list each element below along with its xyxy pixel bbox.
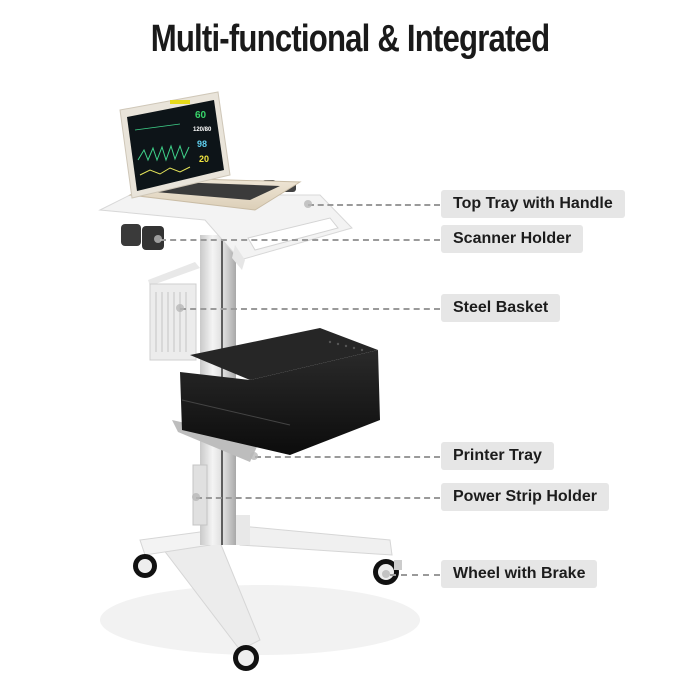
steel-basket: [148, 262, 200, 361]
leader-line-power-strip: [196, 497, 440, 499]
callout-power-strip-holder: Power Strip Holder: [441, 483, 610, 511]
callout-wheel-with-brake: Wheel with Brake: [441, 560, 598, 588]
callout-top-tray-with-handle: Top Tray with Handle: [441, 190, 625, 218]
leader-line-printer-tray: [255, 456, 440, 458]
callout-printer-tray: Printer Tray: [441, 442, 554, 470]
anchor-dot-printer-tray: [250, 452, 258, 460]
blood-pressure-value: 120/80: [193, 127, 212, 133]
callout-scanner-holder: Scanner Holder: [441, 225, 584, 253]
leader-line-scanner-holder: [160, 239, 440, 241]
heart-rate-value: 60: [195, 110, 207, 121]
spo2-value: 98: [197, 139, 207, 149]
callout-steel-basket: Steel Basket: [441, 294, 561, 322]
laptop-screen: [127, 100, 224, 191]
resp-rate-value: 20: [199, 154, 209, 164]
leader-line-top-tray: [308, 204, 440, 206]
printer: [180, 328, 380, 455]
anchor-dot-top-tray: [304, 200, 312, 208]
anchor-dot-steel-basket: [176, 304, 184, 312]
page-title: Multi-functional & Integrated: [150, 18, 550, 60]
leader-line-wheel-brake: [390, 574, 440, 576]
leader-line-steel-basket: [180, 308, 440, 310]
anchor-dot-power-strip: [192, 493, 200, 501]
wheel-icon: [133, 554, 402, 671]
laptop: [119, 91, 302, 211]
anchor-dot-scanner-holder: [154, 235, 162, 243]
anchor-dot-wheel-brake: [382, 570, 390, 578]
